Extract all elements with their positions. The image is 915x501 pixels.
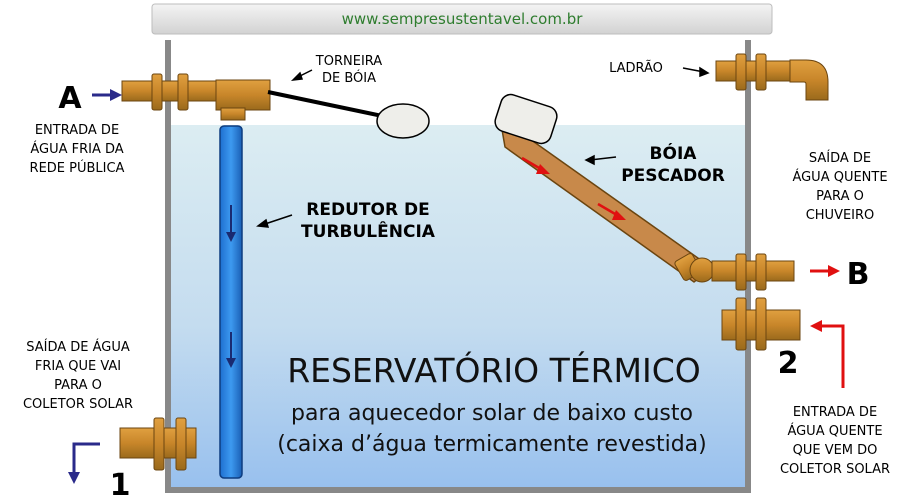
cold-inlet-arrow <box>92 89 122 101</box>
label-redutor-2: TURBULÊNCIA <box>301 220 436 242</box>
tank <box>165 40 751 493</box>
diagram-subtitle-2: (caixa d’água termicamente revestida) <box>277 432 706 457</box>
marker-1: 1 <box>110 468 131 501</box>
label-saida-quente-1: SAÍDA DE <box>809 150 871 166</box>
label-saida-quente-2: ÁGUA QUENTE <box>792 169 887 185</box>
label-entrada-quente-3: QUE VEM DO <box>793 443 878 458</box>
label-entrada-quente-1: ENTRADA DE <box>793 405 877 420</box>
cold-outlet-arrow <box>68 442 100 484</box>
diagram-title: RESERVATÓRIO TÉRMICO <box>287 350 701 390</box>
label-entrada-fria-1: ENTRADA DE <box>35 123 119 138</box>
label-entrada-quente-4: COLETOR SOLAR <box>780 462 890 477</box>
fishing-float <box>494 93 715 283</box>
pointer-lines <box>256 66 710 228</box>
hot-inlet-arrow <box>810 320 845 388</box>
url-banner: www.sempresustentavel.com.br <box>151 3 773 35</box>
marker-b: B <box>847 257 870 292</box>
label-saida-fria-4: COLETOR SOLAR <box>23 397 133 412</box>
label-entrada-quente-2: ÁGUA QUENTE <box>787 423 882 439</box>
label-entrada-fria-2: ÁGUA FRIA DA <box>30 141 123 157</box>
label-boia-1: BÓIA <box>650 142 698 164</box>
label-saida-quente-4: CHUVEIRO <box>806 208 875 223</box>
diagram-subtitle-1: para aquecedor solar de baixo custo <box>291 401 693 426</box>
label-redutor-1: REDUTOR DE <box>306 200 429 220</box>
hot-outlet-arrow <box>810 265 840 277</box>
label-saida-fria-1: SAÍDA DE ÁGUA <box>26 339 130 355</box>
hot-water-outlet <box>711 253 795 291</box>
label-saida-fria-3: PARA O <box>54 378 102 393</box>
cold-water-outlet <box>119 417 197 471</box>
marker-2: 2 <box>778 346 799 381</box>
label-boia-2: PESCADOR <box>621 166 725 186</box>
label-torneira-2: DE BÓIA <box>322 70 376 86</box>
label-entrada-fria-3: REDE PÚBLICA <box>30 160 125 176</box>
site-url: www.sempresustentavel.com.br <box>342 10 584 28</box>
label-saida-quente-3: PARA O <box>816 189 864 204</box>
label-saida-fria-2: FRIA QUE VAI <box>35 359 121 374</box>
water-body <box>170 125 746 488</box>
turbulence-reducer-tube <box>219 125 243 479</box>
overflow-pipe <box>715 53 829 101</box>
marker-a: A <box>58 81 82 116</box>
label-torneira-1: TORNEIRA <box>315 54 382 69</box>
float-valve <box>121 73 430 139</box>
hot-water-inlet <box>721 297 801 351</box>
label-ladrao: LADRÃO <box>609 60 663 76</box>
